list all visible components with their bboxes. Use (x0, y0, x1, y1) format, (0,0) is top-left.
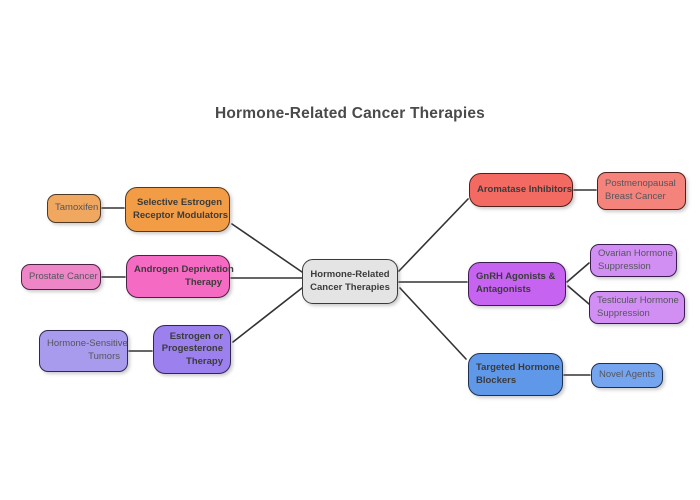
node-targeted-hormone-blockers: Targeted Hormone Blockers (468, 353, 563, 396)
node-label: Tamoxifen (55, 202, 99, 214)
edge-estrogen-center (232, 287, 303, 343)
node-androgen-deprivation-therapy: Androgen Deprivation Therapy (126, 255, 234, 298)
node-label: Hormone-Sensitive Tumors (47, 338, 128, 362)
node-estrogen-or-progesterone-therapy: Estrogen or Progesterone Therapy (153, 325, 231, 374)
node-label: Targeted Hormone Blockers (476, 361, 560, 386)
node-tamoxifen: Tamoxifen (47, 194, 101, 223)
diagram-title: Hormone-Related Cancer Therapies (215, 105, 485, 122)
node-selective-estrogen-receptor-modulators: Selective Estrogen Receptor Modulators (125, 187, 230, 232)
node-label: Androgen Deprivation Therapy (134, 263, 234, 288)
edge-center-aromatase (398, 198, 469, 272)
node-novel-agents: Novel Agents (591, 363, 663, 388)
edge-center-targeted (399, 287, 467, 360)
node-label: Postmenopausal Breast Cancer (605, 178, 676, 202)
node-label: Aromatase Inhibitors (477, 183, 573, 195)
node-label: Prostate Cancer (29, 270, 98, 282)
node-label: Selective Estrogen Receptor Modulators (133, 196, 229, 221)
node-postmenopausal-breast-cancer: Postmenopausal Breast Cancer (597, 172, 686, 210)
node-hormone-sensitive-tumors: Hormone-Sensitive Tumors (39, 330, 128, 372)
edge-serm-center (231, 223, 303, 273)
edge-gnrh-ovarian (566, 262, 590, 283)
node-label: Estrogen or Progesterone Therapy (161, 330, 223, 367)
node-ovarian-hormone-suppression: Ovarian Hormone Suppression (590, 244, 677, 277)
node-aromatase-inhibitors: Aromatase Inhibitors (469, 173, 573, 207)
node-gnrh-agonists-antagonists: GnRH Agonists & Antagonists (468, 262, 566, 306)
node-prostate-cancer: Prostate Cancer (21, 264, 101, 290)
node-label: Ovarian Hormone Suppression (598, 247, 673, 272)
edge-gnrh-testicular (567, 285, 590, 305)
node-label: Hormone-Related Cancer Therapies (310, 268, 390, 293)
node-testicular-hormone-suppression: Testicular Hormone Suppression (589, 291, 685, 324)
node-label: Novel Agents (599, 369, 655, 381)
node-label: GnRH Agonists & Antagonists (476, 271, 556, 295)
node-hormone-related-cancer-therapies: Hormone-Related Cancer Therapies (302, 259, 398, 304)
node-label: Testicular Hormone Suppression (597, 294, 679, 319)
